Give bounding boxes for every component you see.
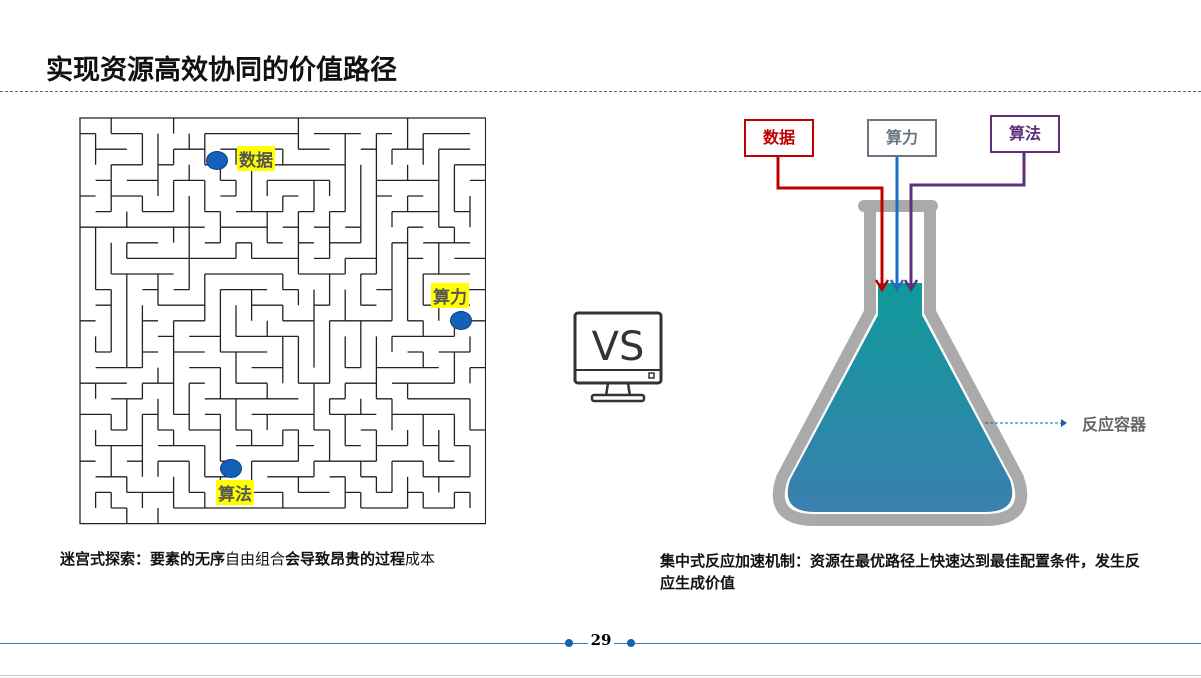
compute-marker [450, 311, 472, 330]
algo-marker [220, 459, 242, 478]
bottom-border [0, 675, 1201, 676]
footer-dot [627, 639, 635, 647]
maze-label-algo: 算法 [216, 480, 254, 505]
caption-part: 会导致昂贵的过程 [285, 550, 406, 568]
title-divider [0, 91, 1201, 92]
input-box-data: 数据 [744, 119, 814, 157]
data-marker [206, 151, 228, 170]
vs-text: VS [592, 324, 645, 370]
caption-part: 自由组合 [225, 550, 286, 568]
maze-label-compute: 算力 [431, 283, 469, 308]
flask-icon [772, 200, 1028, 526]
maze-image [79, 117, 486, 525]
maze-label-data: 数据 [237, 146, 275, 171]
left-caption: 迷宫式探索：要素的无序自由组合会导致昂贵的过程成本 [60, 548, 435, 570]
container-label: 反应容器 [1082, 415, 1147, 434]
dashed-arrow [985, 419, 1067, 427]
footer-dot [565, 639, 573, 647]
input-box-compute: 算力 [867, 119, 937, 157]
page-title: 实现资源高效协同的价值路径 [46, 55, 397, 86]
vs-monitor-icon: VS [573, 311, 663, 403]
input-box-algo: 算法 [990, 115, 1060, 153]
page-number: 29 [588, 631, 614, 649]
maze-walls [79, 117, 486, 525]
right-caption: 集中式反应加速机制：资源在最优路径上快速达到最佳配置条件，发生反应生成价值 [660, 552, 1141, 592]
caption-part: 迷宫式探索：要素的无序 [60, 550, 226, 568]
input-arrows [776, 150, 1026, 293]
caption-part: 成本 [405, 550, 436, 568]
